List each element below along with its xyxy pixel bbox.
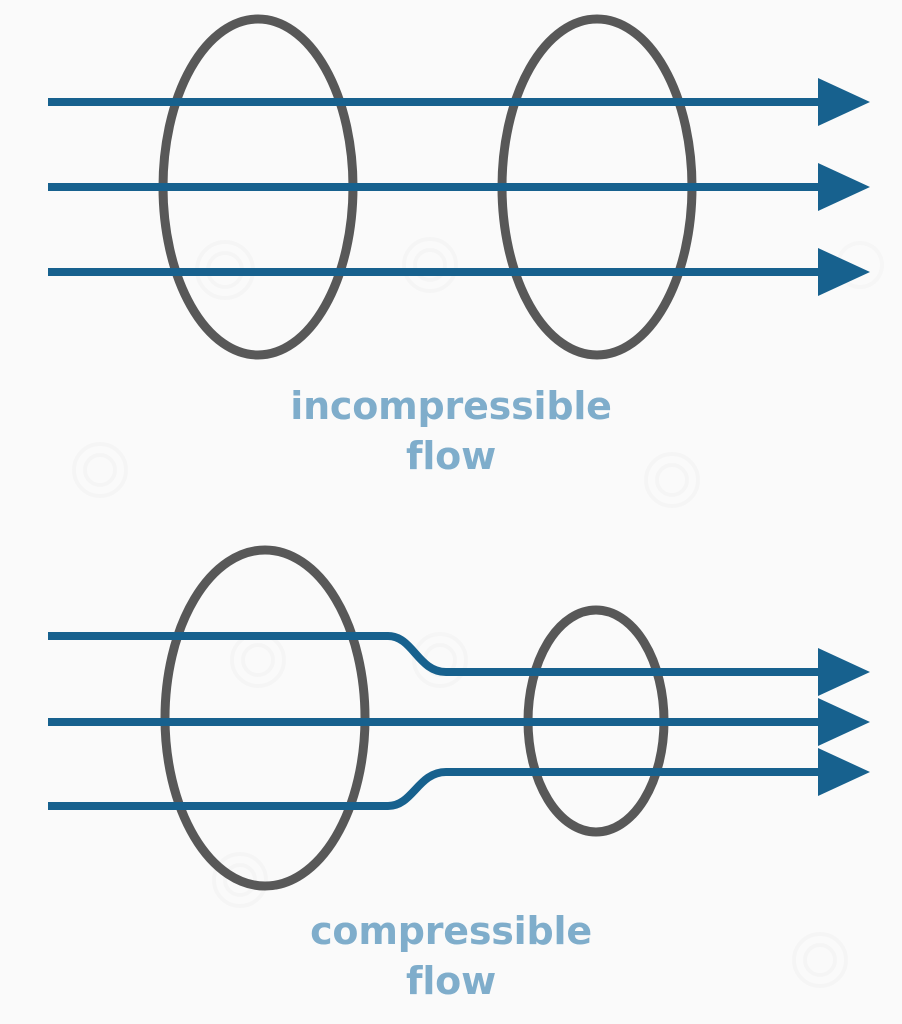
caption-compressible-line2: flow bbox=[406, 959, 496, 1004]
caption-incompressible-line1: incompressible bbox=[290, 384, 612, 428]
arrowhead-top bbox=[818, 648, 870, 696]
arrowhead-middle bbox=[818, 163, 870, 211]
caption-incompressible-line2: flow bbox=[406, 434, 496, 479]
panel-compressible-flow bbox=[48, 545, 870, 891]
arrowhead-top bbox=[818, 78, 870, 126]
streamlines-compressible bbox=[48, 632, 822, 810]
arrowheads-incompressible bbox=[818, 78, 870, 296]
streamline-bottom bbox=[48, 768, 822, 810]
arrowhead-bottom bbox=[818, 748, 870, 796]
arrowhead-bottom bbox=[818, 248, 870, 296]
arrowhead-middle bbox=[818, 698, 870, 746]
arrowheads-compressible bbox=[818, 648, 870, 796]
caption-compressible-flow: compressible flow bbox=[0, 906, 902, 1006]
streamlines-incompressible bbox=[48, 98, 822, 276]
caption-incompressible-flow: incompressible flow bbox=[0, 381, 902, 481]
caption-compressible-line1: compressible bbox=[310, 909, 592, 953]
panel-incompressible-flow bbox=[48, 14, 870, 360]
streamline-top bbox=[48, 632, 822, 676]
